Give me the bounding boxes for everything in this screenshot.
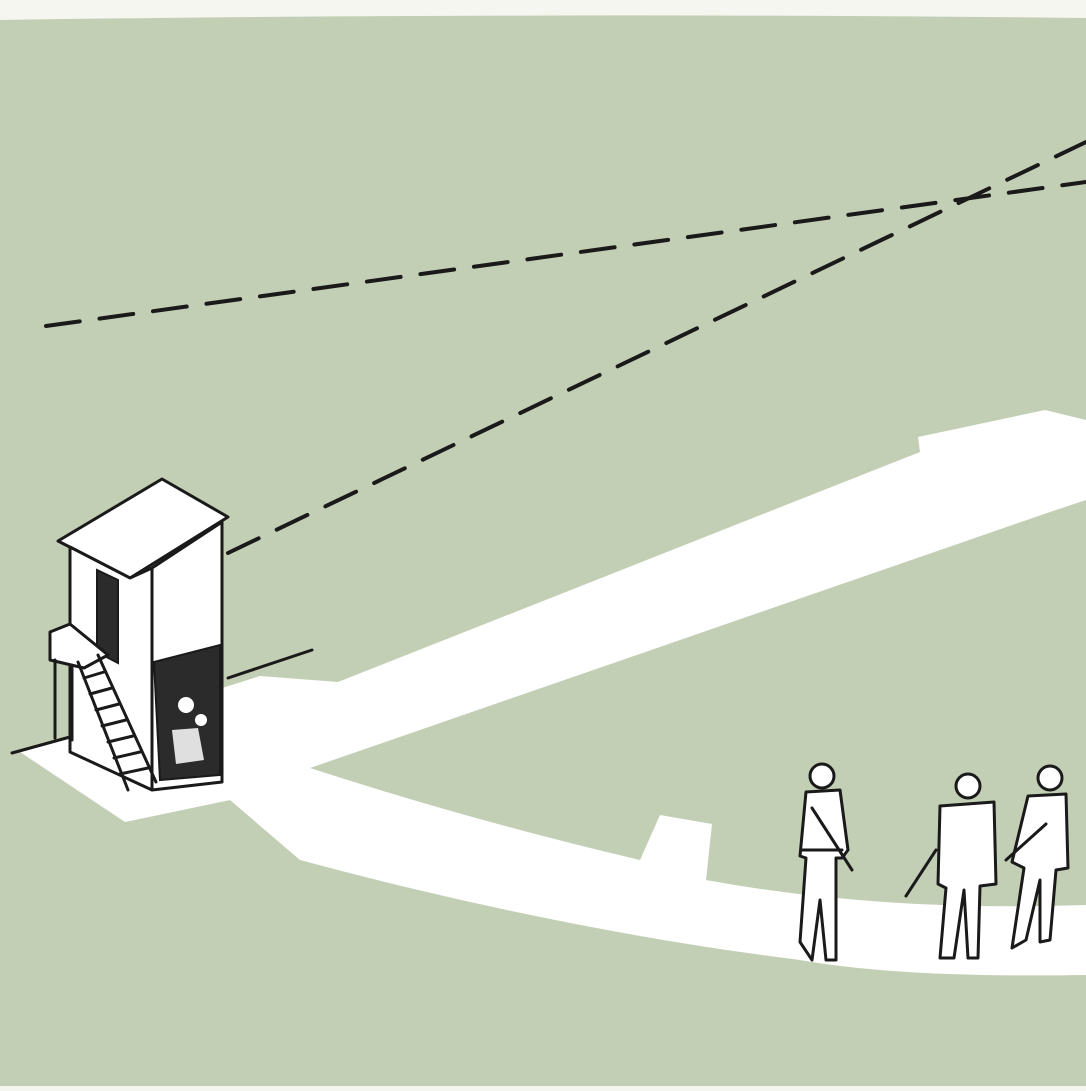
ladder (76, 653, 158, 792)
hut-occupant-head (178, 697, 194, 713)
person-left (798, 762, 854, 962)
person-right (1004, 764, 1070, 950)
ground-line-right (226, 648, 314, 680)
person-middle (904, 772, 998, 960)
white-path (20, 410, 1086, 976)
hut-occupant-body (172, 728, 204, 764)
hut-door (96, 568, 119, 665)
hut-occupant-head-2 (195, 714, 207, 726)
ground-line-left (10, 735, 72, 755)
sightline-upper (44, 180, 1086, 328)
hut-porch (48, 622, 110, 670)
hut (48, 477, 230, 792)
